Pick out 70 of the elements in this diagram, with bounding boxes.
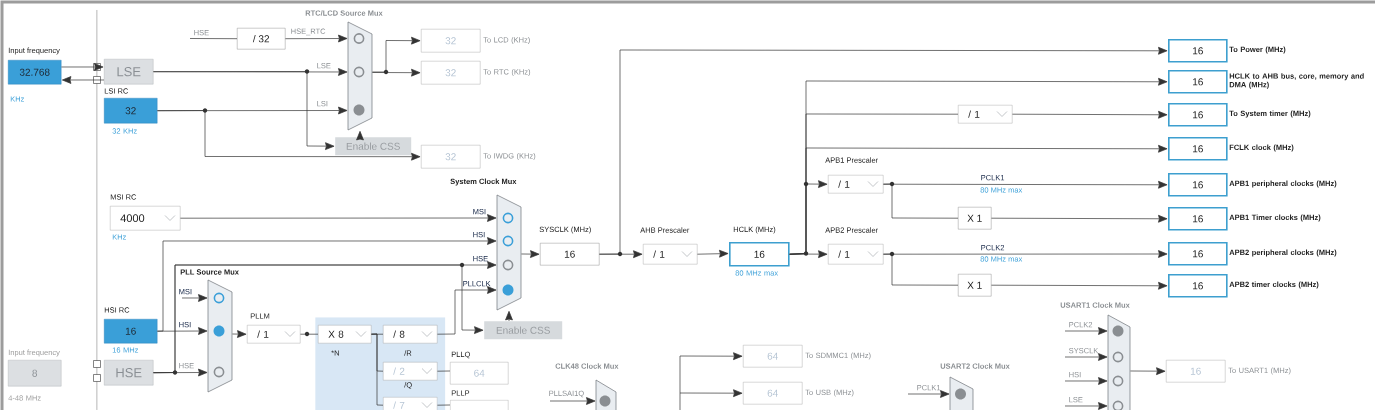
output-box: 16: [1168, 70, 1228, 94]
arrow: [372, 36, 421, 73]
arrow: [697, 249, 729, 258]
arrow: [789, 144, 1168, 255]
arrow: [372, 68, 421, 77]
arrow: [505, 311, 513, 322]
arrow: [1130, 367, 1166, 375]
arrow: [991, 281, 1168, 290]
dropdown: X 8: [318, 325, 372, 344]
output-box: 16: [1168, 207, 1228, 231]
arrow: [157, 110, 421, 161]
dropdown: / 1: [828, 244, 884, 265]
value-box: 32: [421, 61, 481, 85]
output-box: 16: [1168, 39, 1228, 63]
arrow: [991, 214, 1168, 223]
arrow: [1064, 327, 1108, 335]
input-box: 8: [8, 360, 62, 387]
value-box: 64: [743, 345, 803, 368]
value-box: 64: [450, 362, 509, 385]
output-box: 16: [1168, 103, 1228, 127]
value-box: 16: [540, 243, 600, 266]
dropdown: / 2: [383, 362, 438, 381]
output-box: 16: [1168, 137, 1228, 161]
value-box: 64: [743, 382, 803, 405]
input-box: 32: [104, 98, 158, 124]
arrow: [789, 250, 828, 258]
dropdown: / 7: [383, 397, 438, 410]
arrow: [62, 76, 105, 84]
arrow: [437, 286, 497, 335]
dropdown: / 1: [247, 325, 301, 344]
arrow: [153, 71, 335, 150]
value-box: / 32: [237, 28, 286, 50]
value-box: X 1: [958, 207, 992, 230]
arrow: [599, 46, 1168, 255]
value-box: 32: [421, 145, 481, 169]
arrow: [1064, 377, 1108, 385]
value-box: X 1: [958, 274, 992, 297]
input-box: 32.768: [8, 60, 62, 85]
arrow: [181, 294, 208, 302]
css-button: Enable CSS: [335, 137, 412, 156]
output-box: 16: [1168, 274, 1228, 298]
arrow: [285, 34, 348, 43]
arrow: [1012, 110, 1168, 119]
arrow: [679, 352, 743, 410]
input-box: 16: [104, 319, 158, 344]
output-box: 16: [1168, 173, 1228, 197]
arrow: [521, 250, 540, 258]
arrow: [157, 327, 208, 335]
dropdown: / 1: [643, 244, 698, 265]
arrow: [907, 390, 950, 398]
value-box: 16: [1166, 360, 1226, 383]
arrow: [356, 131, 364, 141]
dropdown: 4000: [110, 206, 181, 231]
dropdown: / 1: [828, 175, 884, 194]
dropdown: / 8: [383, 325, 438, 344]
arrow: [1064, 353, 1108, 361]
arrow: [1064, 402, 1108, 410]
output-box: 16: [729, 242, 790, 267]
arrow: [180, 214, 497, 222]
arrow: [232, 330, 247, 338]
arrow: [61, 63, 104, 71]
css-button: Enable CSS: [484, 321, 563, 340]
input-box: LSE: [104, 59, 154, 85]
arrow: [157, 237, 497, 332]
output-box: 16: [1168, 242, 1228, 266]
arrow: [549, 397, 596, 405]
value-box: 32: [421, 29, 481, 53]
arrow: [679, 389, 743, 397]
input-box: HSE: [104, 360, 154, 386]
dropdown: / 1: [958, 105, 1013, 124]
